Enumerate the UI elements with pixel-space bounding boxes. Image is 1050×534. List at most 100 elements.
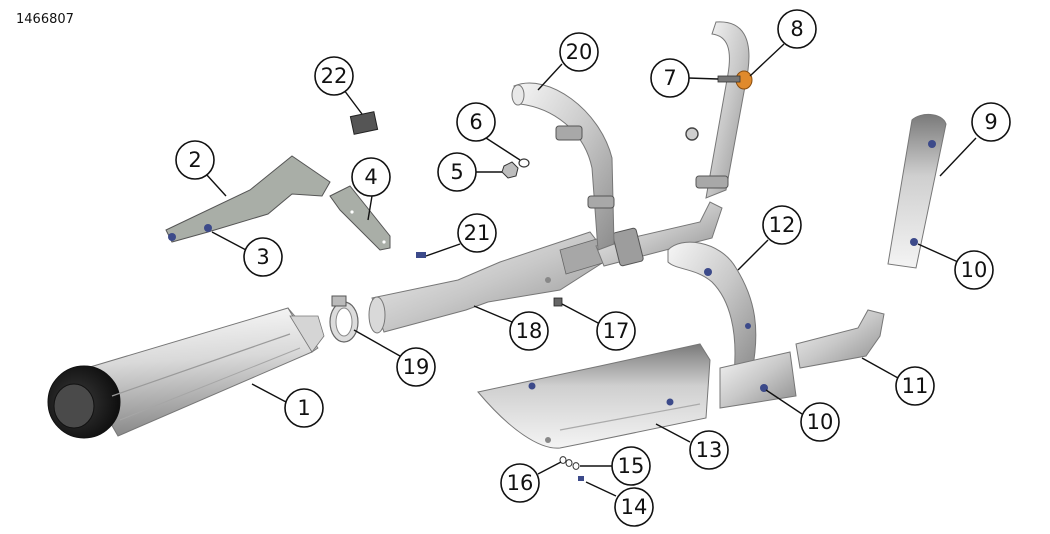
leader-c10a [917, 243, 959, 263]
callout-17: 17 [596, 311, 636, 351]
callout-number: 17 [603, 319, 630, 343]
callout-15: 15 [611, 446, 651, 486]
collector-pipe [368, 231, 611, 334]
callout-number: 16 [507, 471, 534, 495]
callout-5: 5 [437, 152, 477, 192]
leader-c8 [749, 43, 785, 77]
leader-c22 [343, 89, 363, 115]
callout-6: 6 [456, 102, 496, 142]
leader-c9 [939, 137, 977, 177]
leader-c17 [561, 303, 601, 325]
leader-c13 [655, 423, 691, 443]
sensor-plug [553, 297, 563, 307]
callout-circle [777, 9, 817, 49]
support-bracket [329, 185, 391, 251]
callout-circle [559, 32, 599, 72]
hex-nut [501, 161, 519, 179]
leader-c14 [585, 481, 617, 497]
leader-c18 [473, 305, 513, 323]
callout-circle [437, 152, 477, 192]
bracket-screw [168, 224, 212, 241]
callout-number: 1 [297, 396, 310, 420]
callout-number: 12 [769, 213, 796, 237]
callout-number: 2 [188, 148, 201, 172]
diagram-number: 1466807 [16, 12, 74, 27]
callout-circle [284, 388, 324, 428]
callout-number: 19 [403, 355, 430, 379]
crossover-pipe [595, 201, 723, 267]
washer [518, 158, 530, 168]
callout-circle [596, 311, 636, 351]
spacer-set [559, 456, 573, 467]
muffler-clamp [329, 295, 359, 343]
callout-number: 22 [321, 64, 348, 88]
rear-header-pipe [685, 21, 750, 199]
leader-c1 [251, 383, 287, 403]
callout-9: 9 [971, 102, 1011, 142]
leader-c19 [353, 329, 401, 357]
label [349, 111, 379, 135]
callout-number: 8 [790, 17, 803, 41]
leader-c16 [537, 461, 562, 475]
callout-12: 12 [762, 205, 802, 245]
callout-number: 13 [696, 438, 723, 462]
callout-10-lower: 10 [800, 402, 840, 442]
callout-circle [351, 157, 391, 197]
callout-18: 18 [509, 311, 549, 351]
callout-number: 18 [516, 319, 543, 343]
callout-7: 7 [650, 58, 690, 98]
callout-number: 11 [902, 374, 929, 398]
leader-c12 [737, 239, 769, 271]
callout-11: 11 [895, 366, 935, 406]
callout-circle [800, 402, 840, 442]
front-heat-shield [887, 114, 947, 269]
callout-16: 16 [500, 463, 540, 503]
callout-22: 22 [314, 56, 354, 96]
mounting-bracket [165, 155, 331, 243]
leader-c2 [205, 173, 227, 197]
leader-c7 [687, 77, 719, 80]
callout-circle [689, 430, 729, 470]
callout-circle [611, 446, 651, 486]
callout-number: 20 [566, 40, 593, 64]
leader-c21 [425, 243, 461, 257]
callout-circle [895, 366, 935, 406]
leader-c6 [485, 137, 521, 161]
callout-circle [509, 311, 549, 351]
callout-number: 5 [450, 160, 463, 184]
callout-circle [175, 140, 215, 180]
callout-number: 15 [618, 454, 645, 478]
callout-number: 6 [469, 110, 482, 134]
callout-2: 2 [175, 140, 215, 180]
callout-21: 21 [457, 213, 497, 253]
callout-14: 14 [614, 487, 654, 527]
muffler [47, 307, 325, 439]
callout-circle [954, 250, 994, 290]
callout-number: 7 [663, 66, 676, 90]
callout-circle [650, 58, 690, 98]
leader-c10b [765, 389, 803, 415]
callout-10-upper: 10 [954, 250, 994, 290]
callout-1: 1 [284, 388, 324, 428]
leader-c20 [537, 63, 563, 91]
callout-number: 9 [984, 110, 997, 134]
callout-circle [243, 237, 283, 277]
rear-header-extension [719, 309, 885, 409]
callout-number: 10 [961, 258, 988, 282]
callout-number: 3 [256, 245, 269, 269]
front-header-pipe [511, 82, 615, 251]
callout-circle [396, 347, 436, 387]
mount-bolt [416, 252, 426, 258]
callout-number: 4 [364, 165, 377, 189]
leader-lines [205, 43, 977, 497]
callout-circle [314, 56, 354, 96]
callout-number: 21 [464, 221, 491, 245]
callout-20: 20 [559, 32, 599, 72]
callout-number: 10 [807, 410, 834, 434]
callout-circle [457, 213, 497, 253]
callout-circle [500, 463, 540, 503]
callout-circle [456, 102, 496, 142]
clamp-screw [717, 75, 741, 83]
callout-19: 19 [396, 347, 436, 387]
